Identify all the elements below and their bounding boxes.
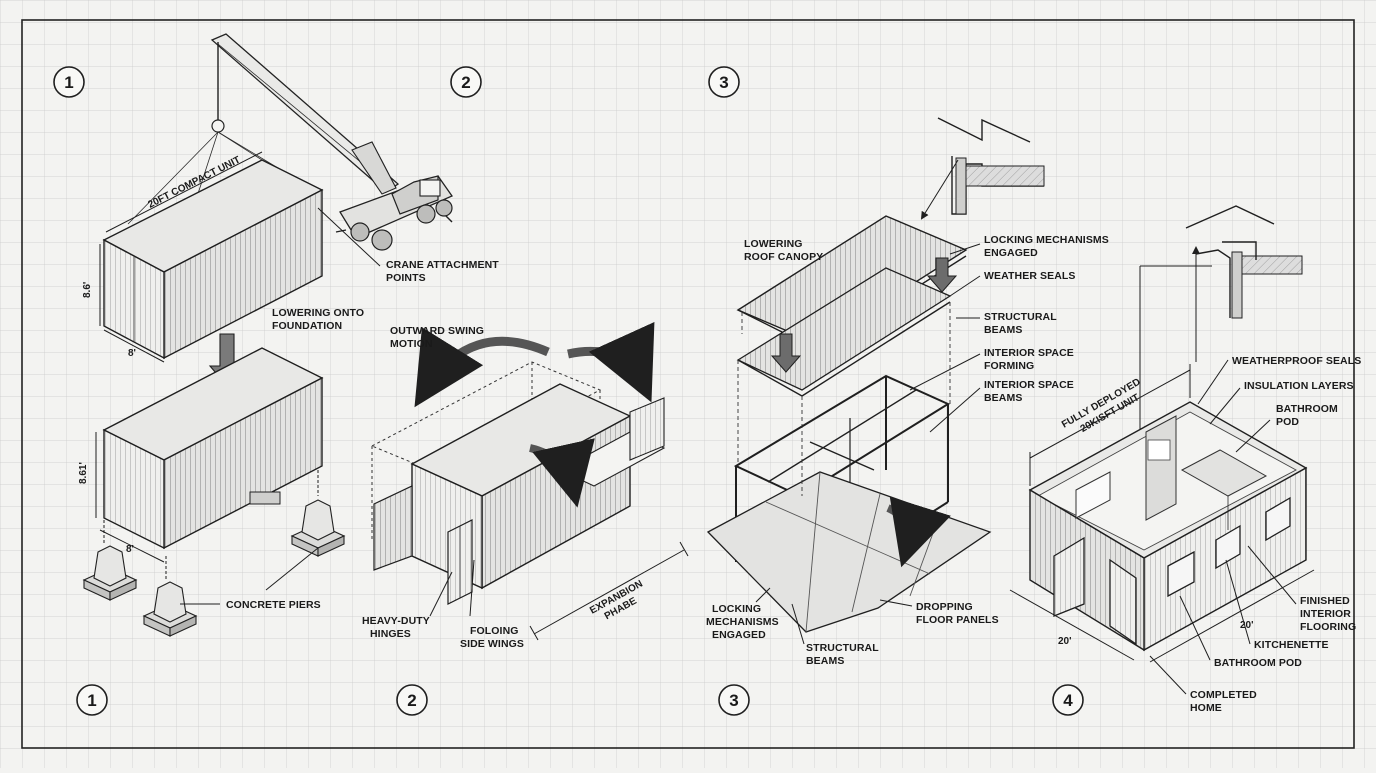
structural-beams-bottom-label: STRUCTURAL BEAMS (806, 642, 882, 667)
weatherproof-seals-label: WEATHERPROOF SEALS (1232, 355, 1361, 367)
insulation-layers-label: INSULATION LAYERS (1244, 380, 1354, 392)
weather-seals-label: WEATHER SEALS (984, 270, 1076, 282)
step-top-1: 1 (64, 73, 73, 92)
panel-4: FULLY DEPLOYED 20KISFT UNIT 20' 20' WEAT… (1009, 205, 1361, 714)
roof-detail-inset (920, 117, 1045, 220)
seal-detail-inset (1139, 205, 1303, 448)
swing-arrow-left (414, 327, 550, 408)
fold-arrow-center (529, 438, 595, 508)
height-top-label: 8.6' (82, 282, 93, 298)
interior-forming-label: INTERIOR SPACE FORMING (984, 347, 1077, 372)
step-top-2: 2 (461, 73, 470, 92)
roof-drop-arrow-left (770, 333, 802, 373)
width-top-label: 8' (128, 348, 136, 359)
kitchenette-label: KITCHENETTE (1254, 639, 1329, 651)
swing-motion-label: OUTWARD SWING MOTION (390, 325, 487, 350)
lowering-label: LOWERING ONTO FOUNDATION (272, 307, 367, 332)
hinges-label: HEAVY-DUTY HINGES (362, 615, 433, 640)
height-bottom-label: 8.61' (78, 462, 89, 484)
crane-points-label: CRANE ATTACHMENT POINTS (386, 259, 502, 284)
bathroom-pod-top-label: BATHROOM POD (1276, 403, 1341, 428)
crane (127, 33, 453, 281)
floor-drop-arrow (886, 496, 951, 568)
dimension-left: 20' (1058, 636, 1072, 647)
bathroom-pod-bottom-label: BATHROOM POD (1214, 657, 1302, 669)
step-numbers: 1 2 3 1 2 3 4 (53, 66, 1084, 716)
locking-top-label: LOCKING MECHANISMS ENGAGED (984, 234, 1112, 259)
drawing-frame (21, 19, 1355, 749)
roof-canopy-label: LOWERING ROOF CANOPY (744, 238, 823, 263)
dimension-right: 20' (1240, 620, 1254, 631)
side-wings-label: FOLOING SIDE WINGS (460, 625, 524, 650)
container-top (102, 159, 324, 360)
container-bottom (102, 347, 324, 550)
interior-beams-label: INTERIOR SPACE BEAMS (984, 379, 1077, 404)
panel-3: LOWERING ROOF CANOPY LOCKING MECHANISMS … (706, 117, 1112, 667)
step-bottom-3: 3 (729, 691, 738, 710)
step-bottom-4: 4 (1063, 691, 1073, 710)
roof-drop-arrow-right (926, 257, 958, 293)
step-bottom-1: 1 (87, 691, 96, 710)
width-bottom-label: 8' (126, 544, 134, 555)
finished-flooring-label: FINISHED INTERIOR FLOORING (1300, 595, 1356, 633)
locking-bottom-label: LOCKING MECHANISMS ENGAGED (706, 603, 782, 641)
structural-beams-top-label: STRUCTURAL BEAMS (984, 311, 1060, 336)
completed-home-label: COMPLETED HOME (1190, 689, 1260, 714)
floor-panels-label: DROPPING FLOOR PANELS (916, 601, 999, 626)
swing-arrow-right (567, 321, 655, 403)
concrete-piers (82, 470, 346, 637)
panel-1: 20FT COMPACT UNIT 8.6' 8' CRANE ATTACHME… (78, 33, 502, 637)
step-bottom-2: 2 (407, 691, 416, 710)
step-top-3: 3 (719, 73, 728, 92)
piers-label: CONCRETE PIERS (226, 599, 321, 611)
